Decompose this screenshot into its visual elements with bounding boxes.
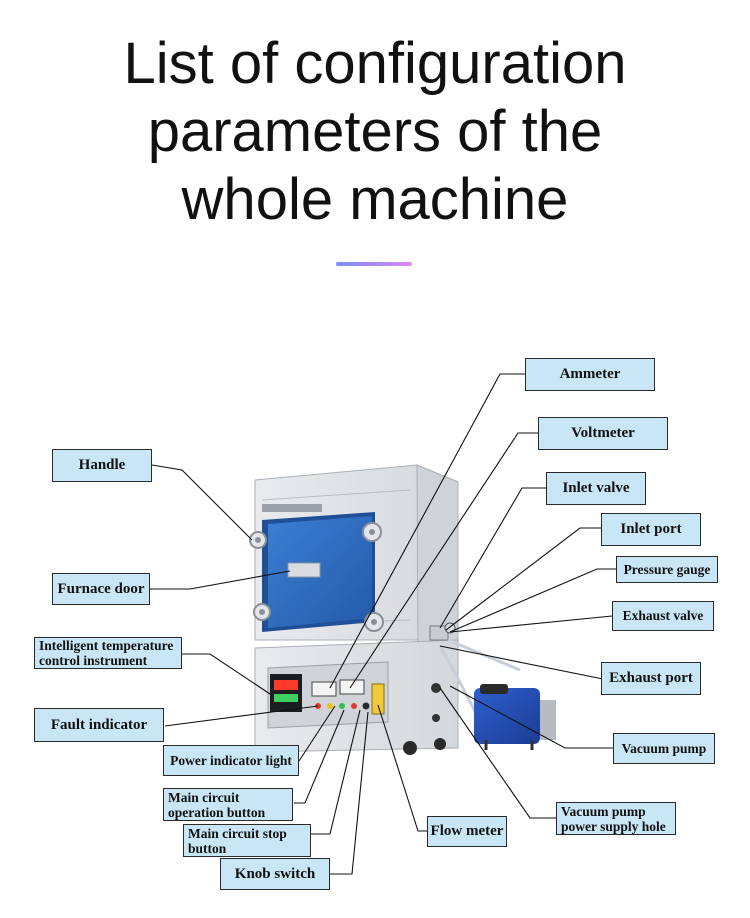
label-knob-switch: Knob switch: [220, 858, 330, 890]
label-furnace-door: Furnace door: [52, 573, 150, 605]
main-stop-line-1: Main circuit stop: [188, 825, 287, 841]
top-handle-bar: [262, 504, 322, 512]
vacuum-pump-power-line-1: Vacuum pump: [561, 803, 646, 819]
label-fault-indicator: Fault indicator: [34, 708, 164, 742]
power-indicator-light: [327, 703, 333, 709]
ammeter-display: [311, 681, 337, 697]
stop-button: [351, 703, 357, 709]
label-exhaust-port: Exhaust port: [601, 662, 701, 695]
label-voltmeter: Voltmeter: [538, 417, 668, 450]
main-operation-line-2: operation button: [168, 804, 266, 820]
leader-lines: [150, 373, 618, 875]
title-line-1: List of configuration: [123, 31, 627, 96]
control-cabinet: [254, 639, 459, 758]
label-vacuum-pump-power-hole: Vacuum pump power supply hole: [556, 802, 676, 835]
label-handle: Handle: [52, 449, 152, 482]
label-inlet-valve: Inlet valve: [546, 472, 646, 505]
page-title: List of configuration parameters of the …: [0, 30, 750, 234]
voltmeter-display: [339, 679, 365, 695]
main-operation-line-1: Main circuit: [168, 789, 240, 805]
label-inlet-port: Inlet port: [601, 513, 701, 546]
temp-instrument-line-1: Intelligent temperature: [39, 638, 174, 653]
label-exhaust-valve: Exhaust valve: [612, 601, 714, 631]
vacuum-pump-power-line-2: power supply hole: [561, 818, 666, 834]
label-flow-meter: Flow meter: [427, 816, 507, 847]
flow-meter: [371, 683, 385, 715]
label-power-indicator-light: Power indicator light: [163, 745, 299, 776]
temperature-controller: [270, 674, 302, 712]
handle-wheel-icon: [249, 522, 384, 632]
label-main-circuit-operation-button: Main circuit operation button: [163, 788, 293, 821]
label-main-circuit-stop-button: Main circuit stop button: [183, 824, 311, 857]
furnace-door: [262, 512, 375, 632]
title-underline: [336, 262, 412, 266]
label-ammeter: Ammeter: [525, 358, 655, 391]
label-pressure-gauge: Pressure gauge: [616, 556, 718, 583]
title-line-2: parameters of the: [147, 99, 603, 164]
label-temperature-controller: Intelligent temperature control instrume…: [34, 637, 182, 669]
main-stop-line-2: button: [188, 840, 227, 856]
label-vacuum-pump: Vacuum pump: [613, 733, 715, 764]
vacuum-pump: [474, 684, 556, 750]
door-handle-plate: [287, 562, 321, 578]
title-line-3: whole machine: [181, 167, 569, 232]
operation-button: [339, 703, 345, 709]
temp-instrument-line-2: control instrument: [39, 653, 148, 668]
knob-switch: [362, 702, 370, 710]
